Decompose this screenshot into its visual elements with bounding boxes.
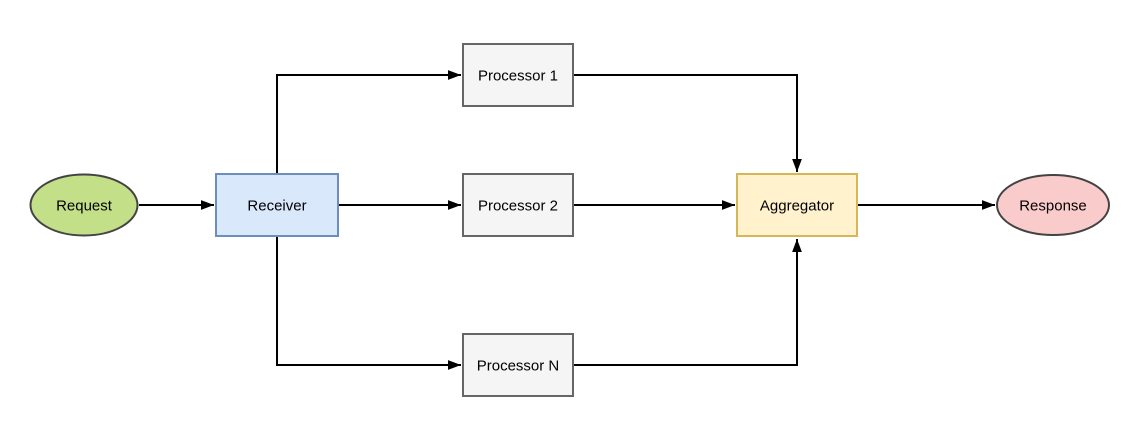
node-processorN: Processor N (462, 333, 574, 397)
node-request: Request (29, 173, 139, 237)
node-processor2: Processor 2 (462, 173, 574, 237)
processorN-box (462, 333, 574, 397)
node-aggregator: Aggregator (736, 173, 858, 237)
edge-receiver-processor1 (276, 70, 461, 174)
node-receiver: Receiver (215, 173, 339, 237)
edge-receiver-processorN (276, 237, 461, 370)
receiver-box (215, 173, 339, 237)
receiver-label: Receiver (247, 197, 306, 214)
response-ellipse (996, 174, 1110, 236)
aggregator-box (736, 173, 858, 237)
aggregator-label: Aggregator (760, 197, 834, 214)
node-processor1: Processor 1 (462, 43, 574, 107)
processor1-box (462, 43, 574, 107)
processor2-label: Processor 2 (478, 197, 558, 214)
request-label: Request (56, 197, 113, 214)
processor2-box (462, 173, 574, 237)
response-label: Response (1019, 197, 1087, 214)
edge-processorN-aggregator (574, 239, 802, 366)
edge-processor1-aggregator (574, 74, 802, 172)
request-ellipse (29, 173, 139, 237)
node-response: Response (996, 174, 1110, 236)
processorN-label: Processor N (477, 357, 560, 374)
processor1-label: Processor 1 (478, 67, 558, 84)
edge-group (139, 70, 995, 370)
